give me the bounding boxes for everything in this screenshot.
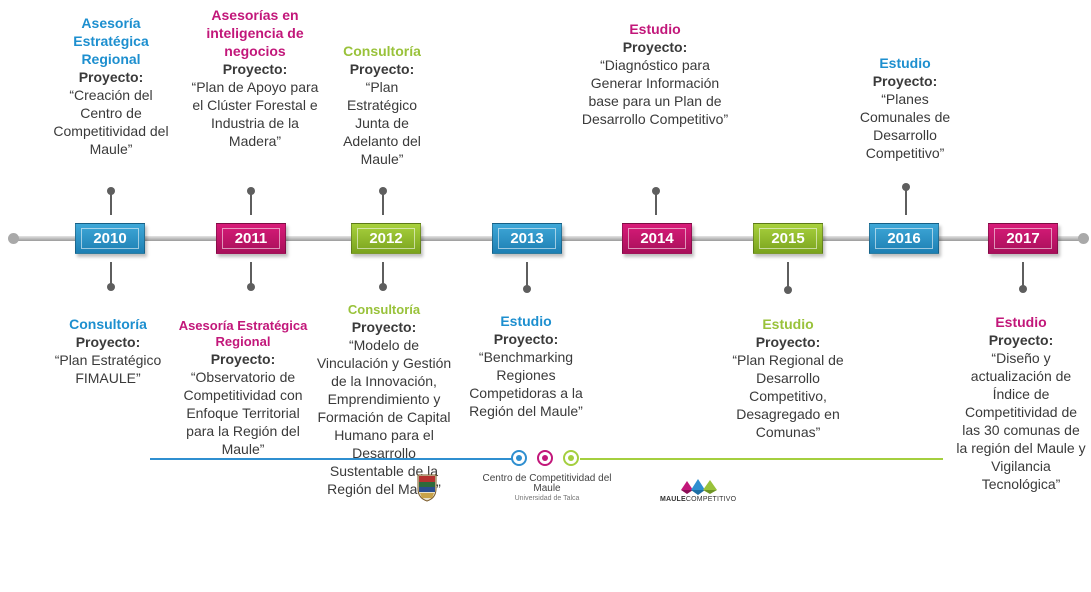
centro-logo-subtitle: Universidad de Talca	[514, 495, 580, 502]
year-box-2014: 2014	[622, 223, 692, 254]
event-card-top-2011: Asesorías en inteligencia de negocios Pr…	[186, 6, 324, 150]
event-description: Plan Estratégico FIMAULE	[37, 351, 179, 387]
footer-line-green	[580, 458, 943, 460]
year-box-2012: 2012	[351, 223, 421, 254]
connector-stem-bottom-2013	[526, 262, 528, 286]
centro-competitividad-logo: Centro de Competitividad del Maule Unive…	[478, 474, 616, 504]
connector-stem-bottom-2017	[1022, 262, 1024, 286]
event-description: Plan de Apoyo para el Clúster Forestal e…	[186, 78, 324, 150]
university-crest-logo	[417, 474, 437, 502]
footer-line-blue	[150, 458, 512, 460]
event-label: Proyecto:	[75, 334, 141, 350]
connector-stem-bottom-2011	[250, 262, 252, 284]
footer-circle-magenta-icon	[537, 450, 553, 466]
event-description: Observatorio de Competitividad con Enfoq…	[172, 368, 314, 458]
connector-dot-top-2014	[652, 187, 660, 195]
event-category: Asesoría Estratégica Regional	[73, 15, 149, 67]
event-card-top-2010: Asesoría Estratégica Regional Proyecto: …	[49, 14, 173, 158]
year-box-2011: 2011	[216, 223, 286, 254]
event-label: Proyecto:	[349, 61, 415, 77]
year-box-2010: 2010	[75, 223, 145, 254]
event-description: Diagnóstico para Generar Información bas…	[580, 56, 730, 128]
event-category: Estudio	[762, 316, 814, 332]
event-label: Proyecto:	[622, 39, 688, 55]
year-box-2017: 2017	[988, 223, 1058, 254]
footer-circle-green-icon	[563, 450, 579, 466]
connector-dot-top-2012	[379, 187, 387, 195]
event-category: Estudio	[629, 21, 681, 37]
connector-dot-top-2016	[902, 183, 910, 191]
event-card-bottom-2011: Asesoría Estratégica Regional Proyecto: …	[172, 318, 314, 458]
maule-competitivo-logo-text: MAULECOMPETITIVO	[660, 496, 736, 503]
event-category: Consultoría	[69, 316, 147, 332]
event-card-bottom-2010: Consultoría Proyecto: Plan Estratégico F…	[37, 315, 179, 387]
year-box-2015: 2015	[753, 223, 823, 254]
event-description: Plan Estratégico Junta de Adelanto del M…	[334, 78, 430, 168]
event-label: Proyecto:	[78, 69, 144, 85]
event-card-bottom-2012: Consultoría Proyecto: Modelo de Vinculac…	[316, 302, 452, 498]
connector-stem-top-2014	[655, 193, 657, 215]
connector-stem-bottom-2012	[382, 262, 384, 284]
connector-dot-top-2010	[107, 187, 115, 195]
maule-competitivo-logo-icon	[681, 479, 717, 495]
connector-dot-bottom-2017	[1019, 285, 1027, 293]
connector-stem-bottom-2010	[110, 262, 112, 284]
maule-logo-rest: COMPETITIVO	[685, 496, 737, 503]
maule-logo-bold: MAULE	[660, 496, 686, 503]
connector-dot-bottom-2010	[107, 283, 115, 291]
event-category: Asesorías en inteligencia de negocios	[206, 7, 304, 59]
event-label: Proyecto:	[872, 73, 938, 89]
event-description: Creación del Centro de Competitividad de…	[49, 86, 173, 158]
centro-logo-title: Centro de Competitividad del Maule	[482, 473, 612, 494]
footer-circle-blue-icon	[511, 450, 527, 466]
event-description: Benchmarking Regiones Competidoras a la …	[464, 348, 588, 420]
event-category: Estudio	[500, 313, 552, 329]
event-description: Diseño y actualización de Índice de Comp…	[956, 349, 1086, 493]
event-category: Estudio	[995, 314, 1047, 330]
event-label: Proyecto:	[493, 331, 559, 347]
event-card-top-2014: Estudio Proyecto: Diagnóstico para Gener…	[580, 20, 730, 128]
event-card-bottom-2017: Estudio Proyecto: Diseño y actualización…	[956, 313, 1086, 493]
connector-dot-top-2011	[247, 187, 255, 195]
connector-stem-top-2011	[250, 193, 252, 215]
connector-stem-top-2016	[905, 189, 907, 215]
event-label: Proyecto:	[210, 351, 276, 367]
event-description: Plan Regional de Desarrollo Competitivo,…	[718, 351, 858, 441]
connector-stem-top-2010	[110, 193, 112, 215]
event-description: Modelo de Vinculación y Gestión de la In…	[316, 336, 452, 498]
event-description: Planes Comunales de Desarrollo Competiti…	[846, 90, 964, 162]
event-label: Proyecto:	[222, 61, 288, 77]
timeline-axis-end	[1078, 233, 1089, 244]
event-label: Proyecto:	[755, 334, 821, 350]
year-box-2013: 2013	[492, 223, 562, 254]
event-label: Proyecto:	[351, 319, 417, 335]
connector-dot-bottom-2013	[523, 285, 531, 293]
event-card-top-2012: Consultoría Proyecto: Plan Estratégico J…	[334, 42, 430, 168]
connector-dot-bottom-2012	[379, 283, 387, 291]
connector-dot-bottom-2015	[784, 286, 792, 294]
year-box-2016: 2016	[869, 223, 939, 254]
event-category: Consultoría	[343, 43, 421, 59]
connector-stem-top-2012	[382, 193, 384, 215]
event-card-bottom-2013: Estudio Proyecto: Benchmarking Regiones …	[464, 312, 588, 420]
event-label: Proyecto:	[988, 332, 1054, 348]
event-category: Asesoría Estratégica Regional	[178, 318, 308, 349]
connector-stem-bottom-2015	[787, 262, 789, 287]
event-card-bottom-2015: Estudio Proyecto: Plan Regional de Desar…	[718, 315, 858, 441]
event-card-top-2016: Estudio Proyecto: Planes Comunales de De…	[846, 54, 964, 162]
event-category: Estudio	[879, 55, 931, 71]
timeline-axis-start	[8, 233, 19, 244]
connector-dot-bottom-2011	[247, 283, 255, 291]
event-category: Consultoría	[347, 302, 421, 317]
